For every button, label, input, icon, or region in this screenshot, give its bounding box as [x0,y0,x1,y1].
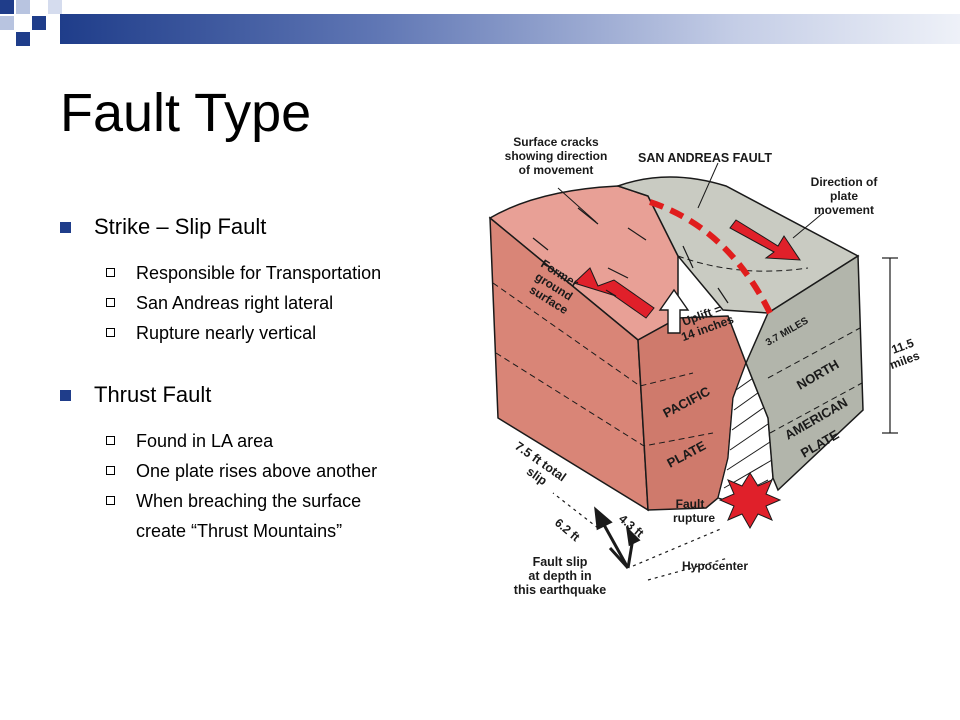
label-6-2-ft: 6.2 ft [552,516,582,545]
label-fault-name: SAN ANDREAS FAULT [638,151,772,165]
corner-square [16,32,30,46]
sub-bullet-text: Found in LA area [136,431,274,451]
uplift-arrow-icon [658,288,690,334]
surface-cracks [532,207,729,304]
corner-square [0,16,14,30]
corner-square [32,16,46,30]
label-fault-slip: Fault slip at depth in this earthquake [514,555,606,597]
sub-bullet: When breaching the surface [60,486,480,516]
san-andreas-fault-line [649,199,773,315]
label-11-5-miles: 11.5 miles [888,336,920,372]
hollow-square-icon [106,436,115,445]
sub-bullet: Found in LA area [60,426,480,456]
diagram-label: this earthquake [514,583,606,597]
sub-bullet-text: One plate rises above another [136,461,378,481]
diagram-label: rupture [673,511,715,525]
depth-dimension-line [882,257,898,434]
american-front-face [745,254,864,492]
sub-bullet-text: San Andreas right lateral [136,293,334,313]
sub-bullet-text: Responsible for Transportation [136,263,382,283]
sub-bullet-text: Rupture nearly vertical [136,323,317,343]
label-leader-lines [557,162,824,239]
hypocenter-dashes [552,492,729,581]
hollow-square-icon [106,268,115,277]
diagram-label: plate [830,189,858,203]
hypocenter-star-icon [718,472,782,530]
bullet-square-icon [60,222,71,233]
sub-bullet-text: When breaching the surface [136,491,362,511]
bullet-text: Strike – Slip Fault [94,214,267,239]
bullet-square-icon [60,390,71,401]
sub-bullet: Responsible for Transportation [60,258,480,288]
corner-decoration [0,0,80,60]
diagram-label: Fault [676,497,705,511]
sub-bullet: Rupture nearly vertical [60,318,480,348]
san-andreas-block-diagram: Surface cracks showing direction of move… [488,135,920,597]
hollow-square-icon [106,328,115,337]
label-hypocenter: Hypocenter [682,559,748,573]
bullet-strike-slip: Strike – Slip Fault [60,210,480,244]
slip-vectors [594,506,641,570]
diagram-label: Fault slip [533,555,588,569]
hollow-square-icon [106,298,115,307]
label-fault-rupture: Fault rupture [673,497,715,525]
diagram-label: at depth in [528,569,591,583]
diagram-label: Surface cracks [513,135,599,149]
sub-bullet: One plate rises above another [60,456,480,486]
american-movement-arrow-icon [729,219,801,261]
label-direction: Direction of plate movement [811,175,879,217]
sub-bullet-continuation: create “Thrust Mountains” [136,521,343,541]
label-surface-cracks: Surface cracks showing direction of move… [505,135,608,177]
diagram-label: showing direction [505,149,608,163]
diagram-label: Direction of [811,175,879,189]
slide-title: Fault Type [60,83,312,143]
corner-square [0,0,14,14]
header-gradient-band [60,14,960,44]
corner-square [48,0,62,14]
diagram-label: movement [814,203,874,217]
bullet-text: Thrust Fault [94,382,212,407]
bullet-thrust-fault: Thrust Fault [60,378,480,412]
hollow-square-icon [106,466,115,475]
hollow-square-icon [106,496,115,505]
pacific-movement-arrow-icon [573,267,655,319]
corner-square [16,0,30,14]
sub-bullet: San Andreas right lateral [60,288,480,318]
diagram-label: of movement [519,163,594,177]
bullet-list: Strike – Slip Fault Responsible for Tran… [60,210,480,546]
